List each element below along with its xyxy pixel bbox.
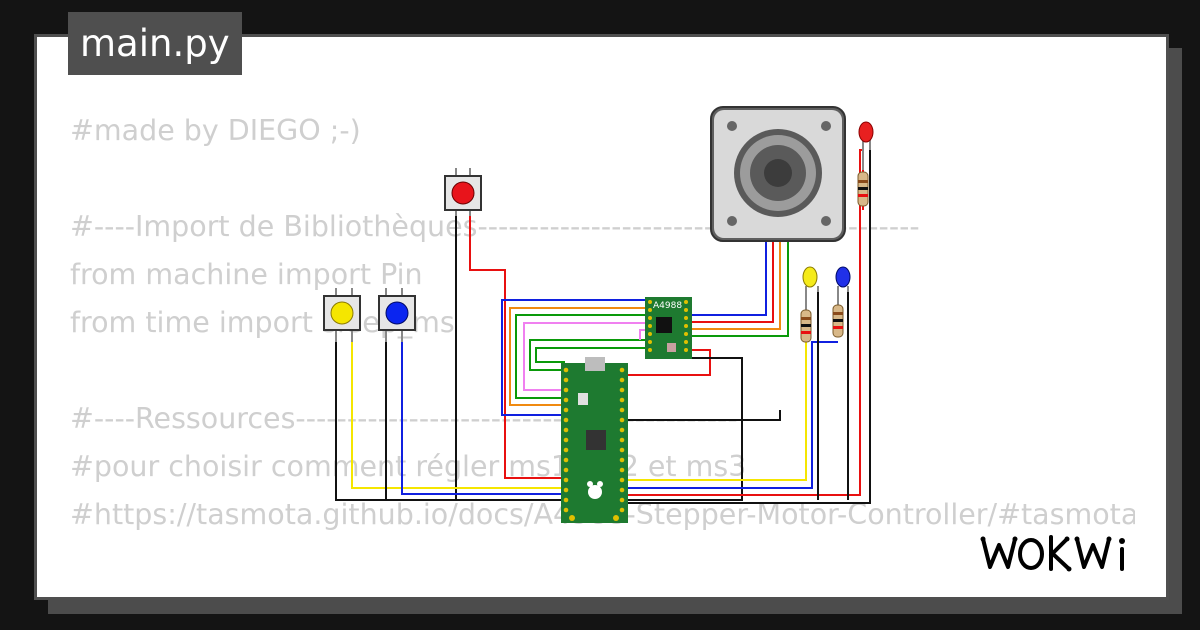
wokwi-logo-icon [980,535,1125,572]
wire-black-loop [565,410,781,421]
yellow-led [802,266,819,310]
raspberry-pi-pico-board [561,357,628,523]
wire-red-button [469,215,565,479]
wire-motor-orange [690,240,781,330]
wire-yellow-button [351,340,565,489]
wire-black-yellow-button [335,340,456,501]
wire-green-driver [515,314,648,399]
code-card: #made by DIEGO ;-)#----Import de Bibliot… [34,34,1169,600]
red-pushbutton [444,168,482,216]
wire-green2-driver [529,339,648,371]
wire-orange-driver [509,307,648,406]
wire-black-driver [625,357,743,501]
wire-motor-red [690,240,774,323]
wire-blue-led [625,341,838,489]
stepper-motor [710,106,846,242]
a4988-driver: A4988 [645,297,692,359]
wire-blue-button [401,340,565,495]
resistor-yellow-led [800,309,812,343]
yellow-pushbutton [323,288,361,342]
wire-green3-driver [535,347,648,363]
red-led [858,121,874,170]
blue-led [835,266,851,305]
wire-black-led [625,150,871,504]
file-tab[interactable]: main.py [68,12,242,75]
blue-pushbutton [378,288,416,342]
code-line: #----Gestion LED---- [70,587,1135,597]
resistor-red-led [857,171,869,207]
wire-motor-green [690,240,789,337]
driver-label: A4988 [653,301,682,311]
wire-yellow-led [625,340,807,481]
wire-pink-driver [523,322,648,391]
wire-red-driver [625,349,711,376]
resistor-blue-led [832,304,844,338]
code-line: #made by DIEGO ;-) [70,114,361,147]
wire-motor-blue [690,240,767,316]
raspberry-logo-icon [587,481,603,499]
wire-blue-driver [501,299,648,416]
code-line: from machine import Pin [70,258,423,291]
